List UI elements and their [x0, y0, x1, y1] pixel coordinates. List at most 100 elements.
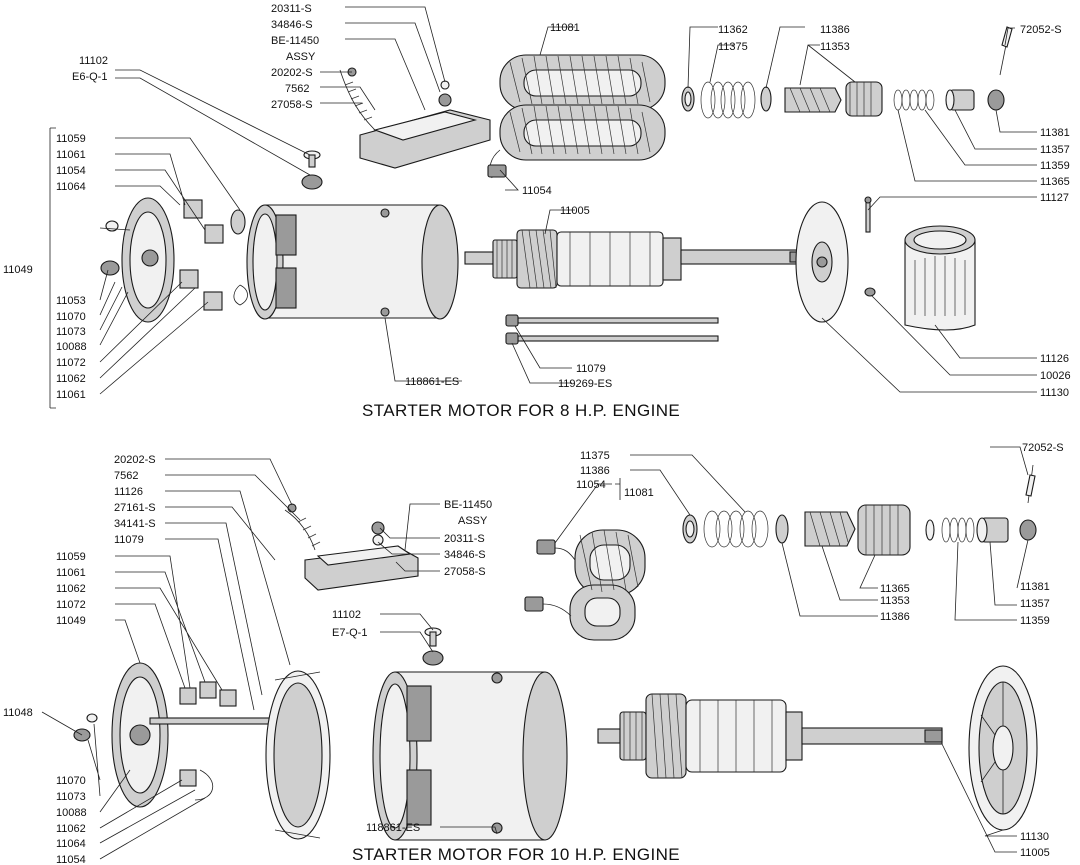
- drive-end-cover-top: [904, 225, 976, 331]
- label-top-11102: 11102: [79, 55, 108, 67]
- label-top-11359: 11359: [1040, 160, 1070, 172]
- label-bot-11102: 11102: [332, 609, 361, 621]
- label-bot-11081: 11081: [624, 487, 654, 499]
- label-top-11062: 11062: [56, 373, 86, 385]
- label-top-7562: 7562: [285, 83, 309, 95]
- label-bot-11359: 11359: [1020, 615, 1050, 627]
- label-bot-34846s: 34846-S: [444, 549, 486, 561]
- label-top-27058s: 27058-S: [271, 99, 313, 111]
- switch-assembly-bottom: [284, 503, 419, 591]
- cover-band-bottom: [265, 670, 331, 840]
- label-top-11072: 11072: [56, 357, 86, 369]
- label-top-11061a: 11061: [56, 149, 86, 161]
- label-bot-11073: 11073: [56, 791, 86, 803]
- end-bracket-bottom: [73, 662, 281, 808]
- field-coil-bottom: [524, 529, 646, 641]
- top-assembly: 20311-S 34846-S BE-11450 ASSY 20202-S 75…: [3, 3, 1071, 420]
- label-top-11054b: 11054: [522, 185, 552, 197]
- label-top-11365: 11365: [1040, 176, 1070, 188]
- armature-top: [464, 229, 807, 289]
- label-top-11061b: 11061: [56, 389, 86, 401]
- label-bot-27058s: 27058-S: [444, 566, 486, 578]
- label-top-11126: 11126: [1040, 353, 1069, 365]
- label-top-11064: 11064: [56, 181, 86, 193]
- label-bot-11064: 11064: [56, 838, 86, 850]
- label-top-11362: 11362: [718, 24, 748, 36]
- switch-assembly-be11450: [339, 67, 491, 169]
- label-bot-118861es: 118861-ES: [366, 822, 420, 834]
- label-bot-10088: 10088: [56, 807, 87, 819]
- drive-parts-bottom: [682, 464, 1037, 556]
- label-top-11130: 11130: [1040, 387, 1069, 399]
- end-plate-11049: [100, 197, 248, 323]
- label-bot-20311s: 20311-S: [444, 533, 485, 545]
- label-top-118861es: 118861-ES: [405, 376, 459, 388]
- label-bot-11381: 11381: [1020, 581, 1050, 593]
- label-bot-e7q1: E7-Q-1: [332, 627, 367, 639]
- label-bot-34141s: 34141-S: [114, 518, 156, 530]
- screw-11102: [301, 150, 323, 190]
- label-bot-72052s: 72052-S: [1022, 442, 1064, 454]
- drive-end-bracket-bottom: [968, 665, 1038, 831]
- label-top-34846s: 34846-S: [271, 19, 313, 31]
- label-bot-27161s: 27161-S: [114, 502, 156, 514]
- label-top-20311s: 20311-S: [271, 3, 312, 15]
- label-bot-11357: 11357: [1020, 598, 1050, 610]
- title-top: STARTER MOTOR FOR 8 H.P. ENGINE: [362, 401, 680, 420]
- yoke-housing-bottom: [372, 671, 568, 841]
- label-bot-11070: 11070: [56, 775, 86, 787]
- label-bot-be11450: BE-11450: [444, 499, 492, 511]
- armature-bottom: [597, 693, 943, 779]
- label-bot-20202s: 20202-S: [114, 454, 156, 466]
- label-top-11386: 11386: [820, 24, 850, 36]
- through-bolts-top: [505, 314, 719, 345]
- label-top-11127: 11127: [1040, 192, 1069, 204]
- screw-bottom: [422, 627, 444, 666]
- label-top-11070: 11070: [56, 311, 86, 323]
- label-bot-11365: 11365: [880, 583, 910, 595]
- label-top-11357: 11357: [1040, 144, 1070, 156]
- label-bot-11375: 11375: [580, 450, 610, 462]
- label-bot-11054a: 11054: [56, 854, 86, 865]
- label-top-e6q1: E6-Q-1: [72, 71, 107, 83]
- label-top-10088: 10088: [56, 341, 87, 353]
- label-top-be11450: BE-11450: [271, 35, 319, 47]
- label-bot-7562: 7562: [114, 470, 138, 482]
- label-bot-11059: 11059: [56, 551, 86, 563]
- label-top-72052s: 72052-S: [1020, 24, 1062, 36]
- label-bot-11054b: 11054: [576, 479, 606, 491]
- label-bot-11353: 11353: [880, 595, 910, 607]
- label-top-11375: 11375: [718, 41, 748, 53]
- label-bot-11062a: 11062: [56, 583, 86, 595]
- label-bot-11049: 11049: [56, 615, 86, 627]
- label-top-11353: 11353: [820, 41, 850, 53]
- label-bot-11386a: 11386: [580, 465, 610, 477]
- label-top-10026: 10026: [1040, 370, 1071, 382]
- label-bot-11386b: 11386: [880, 611, 910, 623]
- label-top-11073: 11073: [56, 326, 86, 338]
- yoke-housing-top: [246, 204, 459, 320]
- label-bot-11079: 11079: [114, 534, 144, 546]
- leader-lines-bottom: [41, 446, 1029, 860]
- label-top-11005: 11005: [560, 205, 590, 217]
- bottom-assembly: 20202-S 7562 11126 27161-S 34141-S 11079…: [3, 442, 1064, 865]
- label-top-20202s: 20202-S: [271, 67, 313, 79]
- label-bot-11061: 11061: [56, 567, 86, 579]
- field-coil-11081: [487, 54, 666, 179]
- drive-parts-top: [681, 26, 1013, 119]
- drive-end-plate-top: [795, 196, 876, 323]
- title-bottom: STARTER MOTOR FOR 10 H.P. ENGINE: [352, 845, 680, 864]
- label-bot-11048: 11048: [3, 707, 33, 719]
- label-top-119269es: 119269-ES: [558, 378, 612, 390]
- label-top-assy: ASSY: [286, 51, 316, 63]
- label-top-11381: 11381: [1040, 127, 1070, 139]
- leader-lines-top: [49, 6, 1037, 409]
- label-bot-11072: 11072: [56, 599, 86, 611]
- label-top-11049: 11049: [3, 264, 33, 276]
- label-bot-assy: ASSY: [458, 515, 488, 527]
- label-bot-11126: 11126: [114, 486, 143, 498]
- label-top-11079: 11079: [576, 363, 606, 375]
- label-top-11053: 11053: [56, 295, 86, 307]
- label-top-11059: 11059: [56, 133, 86, 145]
